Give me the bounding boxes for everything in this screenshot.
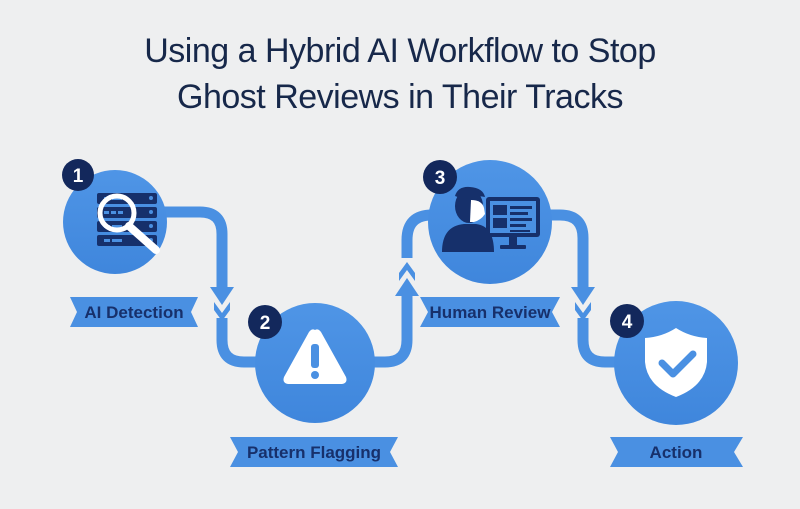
chevron-down-icon — [214, 302, 230, 321]
step-number: 1 — [73, 166, 84, 187]
diagram-title: Using a Hybrid AI Workflow to Stop Ghost… — [0, 28, 800, 120]
person-at-monitor-icon — [442, 186, 540, 252]
step-1: 1 AI Detection — [62, 159, 198, 327]
step-label-ribbon: AI Detection — [70, 297, 198, 327]
arrow-down-icon — [571, 287, 595, 305]
connector-2-to-3 — [370, 295, 413, 368]
warning-triangle-icon — [283, 329, 347, 384]
step-label: AI Detection — [84, 303, 183, 322]
title-line-2: Ghost Reviews in Their Tracks — [177, 78, 623, 116]
shield-check-icon — [645, 328, 707, 397]
connector-1-to-2-lower — [216, 318, 260, 368]
magnifier-over-database-icon — [97, 193, 160, 254]
chevron-up-icon — [399, 262, 415, 281]
step-number-badge — [610, 304, 644, 338]
step-number-badge — [62, 159, 94, 191]
step-number-badge — [248, 305, 282, 339]
arrowheads — [210, 262, 595, 321]
step-number: 3 — [435, 168, 446, 189]
connector-3-to-4 — [545, 209, 589, 288]
arrow-up-icon — [395, 278, 419, 296]
step-label: Action — [650, 443, 703, 462]
step-label: Human Review — [430, 303, 552, 322]
step-label-ribbon: Action — [610, 437, 743, 467]
step-label-ribbon: Human Review — [420, 297, 560, 327]
step-4: 4 Action — [610, 301, 743, 467]
chevron-down-icon — [575, 302, 591, 321]
connector-1-to-2 — [150, 206, 228, 290]
arrow-down-icon — [210, 287, 234, 305]
step-label-ribbon: Pattern Flagging — [230, 437, 398, 467]
step-number-badge — [423, 160, 457, 194]
step-3: 3 Human Review — [420, 160, 560, 327]
connector-3-to-4-lower — [577, 318, 620, 368]
title-line-1: Using a Hybrid AI Workflow to Stop — [144, 32, 656, 70]
step-2: 2 Pattern Flagging — [230, 303, 398, 467]
step-number: 2 — [260, 313, 271, 334]
step-label: Pattern Flagging — [247, 443, 381, 462]
step-number: 4 — [622, 312, 633, 333]
